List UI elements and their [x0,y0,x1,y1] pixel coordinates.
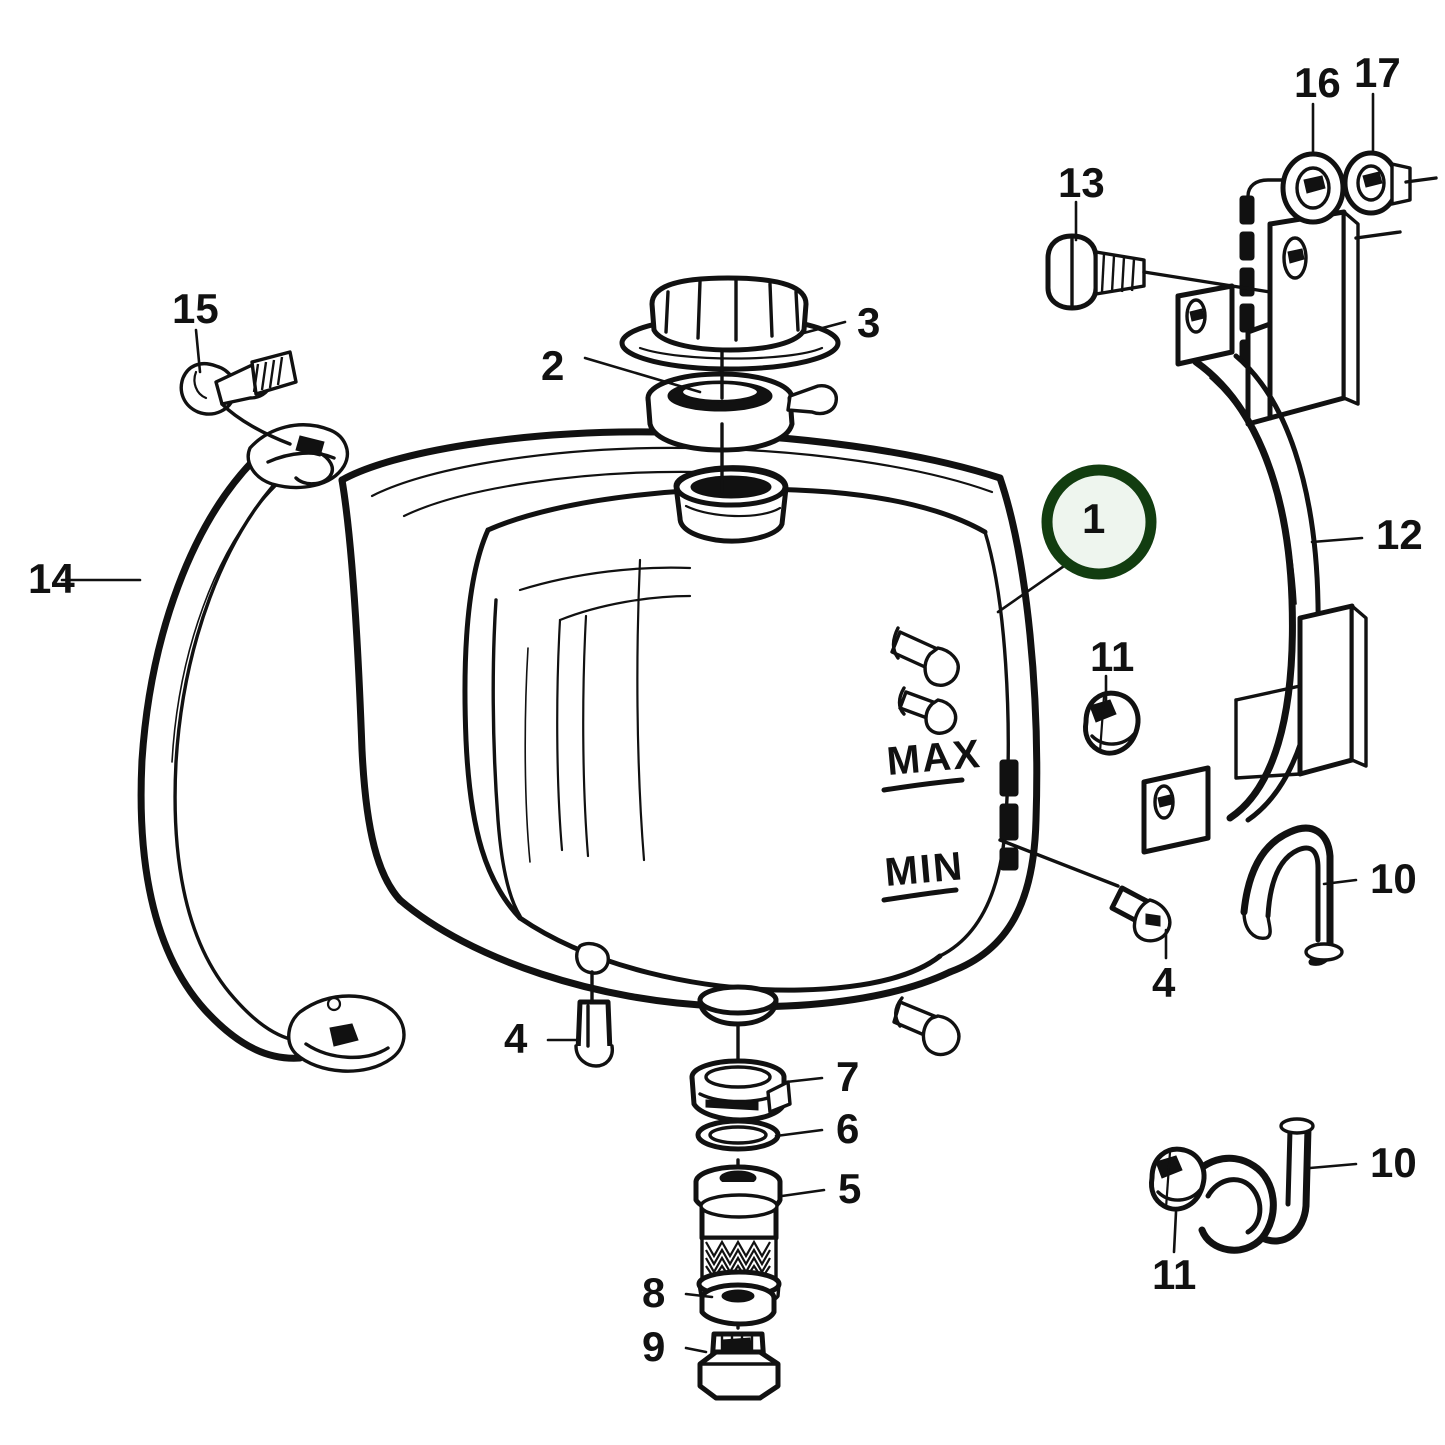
washer-8 [699,1282,777,1327]
callout-leader-lines [60,92,1375,1354]
callout-label-7: 7 [836,1053,860,1100]
callout-label-8: 8 [642,1269,666,1316]
callout-label-6: 6 [836,1105,860,1152]
lower-coolant-hose [1182,1117,1315,1254]
highlight-ring-part-1 [1041,464,1157,580]
tank-level-markings: MAX MIN [881,732,983,903]
strainer-element-5 [693,1164,783,1308]
svg-text:MAX: MAX [885,732,983,784]
filler-cap-assembly [619,275,841,494]
callout-label-11b: 11 [1152,1251,1197,1298]
callout-label-17: 17 [1354,49,1401,96]
left-retaining-strap [137,423,406,1073]
mounting-bolt-right [998,838,1172,943]
callout-label-15: 15 [172,285,219,332]
tank-lower-outlet [892,996,961,1057]
callout-label-1: 1 [1082,495,1106,542]
hose-clamp-lower [1149,1146,1207,1212]
filter-assembly-stack [689,1022,792,1401]
callout-label-9: 9 [642,1323,666,1370]
callout-label-10a: 10 [1370,855,1417,902]
upper-coolant-hose [1240,824,1344,966]
callout-label-3: 3 [857,299,881,346]
svg-text:MIN: MIN [883,844,966,895]
callout-label-10b: 10 [1370,1139,1417,1186]
tank-outlet-nipples [890,626,960,735]
callout-label-13: 13 [1058,159,1105,206]
banjo-bolt-15 [179,350,298,446]
callout-label-2: 2 [541,342,565,389]
hose-clamp-upper [1083,690,1141,756]
callout-label-12: 12 [1376,511,1423,558]
retaining-collar-7 [689,1058,792,1123]
callout-label-5: 5 [838,1165,862,1212]
hex-nut-9 [697,1331,781,1401]
sealing-ring-6 [695,1118,781,1152]
expansion-tank-body [338,428,1041,1057]
callout-label-11a: 11 [1090,633,1135,680]
callout-label-4b: 4 [1152,959,1176,1006]
washer-and-nut-fasteners [1280,150,1438,240]
callout-label-16: 16 [1294,59,1341,106]
callout-label-14: 14 [28,555,75,602]
hex-bolt-13 [1045,233,1272,311]
callout-label-4a: 4 [504,1015,528,1062]
right-bracket-and-strap [1141,178,1368,855]
mounting-bolt-lower [574,970,614,1068]
